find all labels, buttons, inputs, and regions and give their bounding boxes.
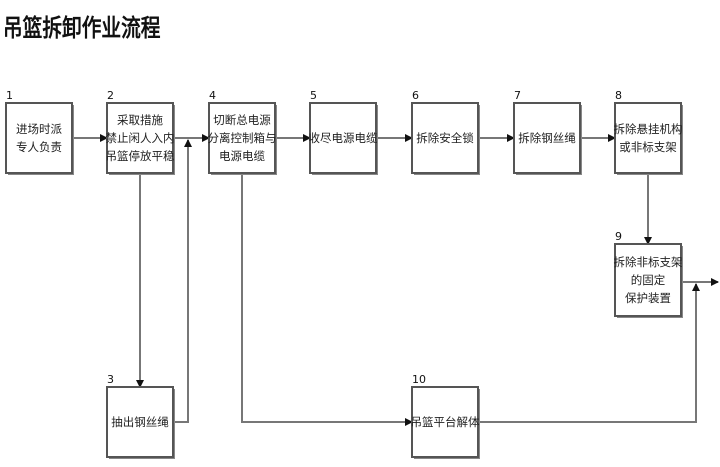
diagram-title: 吊篮拆卸作业流程 <box>3 14 161 42</box>
step-label: 吊篮停放平稳 <box>106 149 175 163</box>
step-box <box>411 386 479 458</box>
step-label: 拆除安全锁 <box>416 131 474 145</box>
connector-3-to-4 <box>173 139 192 423</box>
step-label: 电源电缆 <box>219 149 265 163</box>
step-label: 拆除非标支架 <box>614 255 683 269</box>
step-box <box>106 102 174 174</box>
step-label: 切断总电源 <box>213 113 271 127</box>
connector-4-to-10 <box>241 173 413 426</box>
step-number: 3 <box>107 373 114 386</box>
step-label: 保护装置 <box>625 291 671 305</box>
step-box <box>309 102 377 174</box>
step-label: 进场时派 <box>16 122 62 136</box>
step-box <box>614 102 682 174</box>
step-label: 拆除钢丝绳 <box>518 131 576 145</box>
connector-10-to-end <box>478 283 700 423</box>
step-box <box>614 243 682 317</box>
step-7[interactable]: 7 拆除钢丝绳 <box>513 89 582 175</box>
step-label: 禁止闲人入内 <box>106 131 175 145</box>
step-6[interactable]: 6 拆除安全锁 <box>411 89 480 175</box>
step-label: 专人负责 <box>16 140 62 154</box>
step-label: 或非标支架 <box>619 140 677 154</box>
step-5[interactable]: 5 收尽电源电缆 <box>309 89 379 175</box>
step-box <box>5 102 73 174</box>
step-number: 7 <box>514 89 521 102</box>
step-label: 采取措施 <box>117 113 163 127</box>
step-number: 4 <box>209 89 216 102</box>
connector-layer <box>72 134 719 426</box>
step-label: 收尽电源电缆 <box>309 131 378 145</box>
step-number: 2 <box>107 89 114 102</box>
step-label: 抽出钢丝绳 <box>111 415 169 429</box>
step-box <box>106 386 174 458</box>
step-box <box>411 102 479 174</box>
step-label: 拆除悬挂机构 <box>614 122 683 136</box>
step-label: 的固定 <box>631 273 666 287</box>
step-number: 1 <box>6 89 13 102</box>
step-label: 吊篮平台解体 <box>411 415 480 429</box>
step-number: 6 <box>412 89 419 102</box>
step-number: 8 <box>615 89 622 102</box>
step-number: 5 <box>310 89 317 102</box>
step-3[interactable]: 3 抽出钢丝绳 <box>106 373 175 459</box>
step-number: 10 <box>412 373 426 386</box>
step-label: 分离控制箱与 <box>208 131 277 145</box>
step-box <box>513 102 581 174</box>
step-10[interactable]: 10 吊篮平台解体 <box>411 373 481 459</box>
step-number: 9 <box>615 230 622 243</box>
step-box <box>208 102 276 174</box>
